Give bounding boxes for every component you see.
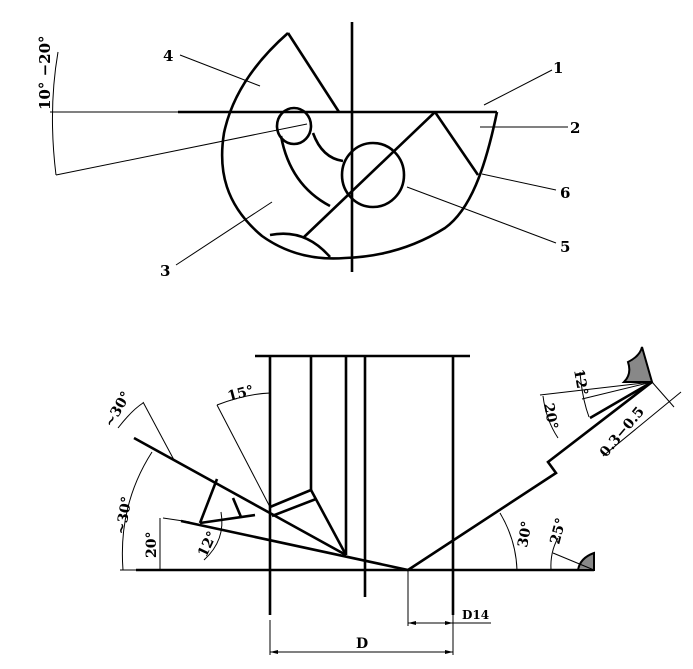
angle-30-top-leg [142,401,175,461]
angle-30-left-arc [121,451,153,571]
tip-12-arc [579,371,590,418]
side-view: 15° ~30° ~30° 20° 12° 30° 25° 12° 20° [102,346,682,655]
large-hole [340,141,406,209]
part-label-1: 1 [553,59,563,77]
part-label-3: 3 [160,262,170,280]
chip-rect-bottom [271,497,317,518]
tip-20-label: 20° [540,402,560,431]
heel-arc [269,232,331,258]
tool-edge-2 [199,513,256,525]
cutting-edge-upper [133,436,347,557]
angle-12-left-arc [203,511,223,561]
d14-label: D14 [462,608,489,622]
angle-15-arc [216,392,271,406]
part-label-6: 6 [560,184,570,202]
angle-30-top-arc [117,402,144,429]
inner-curve-1 [311,132,344,163]
angle-25-label: 25° [547,516,569,546]
leader-1 [483,69,553,106]
edge-width-dim-line [602,391,682,457]
tool-edge-1 [198,478,219,524]
angle-30-left-label: ~30° [113,495,135,535]
right-cutting-edge [407,380,653,572]
tool-edge-3 [231,497,243,518]
diagonal-edge [302,111,436,239]
chip-edge [309,489,348,556]
angle-20-left-label: 20° [144,532,160,558]
angle-leg [55,123,308,176]
flute-edge [286,32,341,113]
angle-arc [51,51,59,176]
angle-30-right-label: 30° [515,520,535,549]
angle-label-10-20: 10° −20° [36,35,54,110]
angle-15-leg [216,404,271,508]
hatched-section-bottom [576,551,595,571]
cutting-edge-lower [180,519,409,572]
right-wedge-line [589,380,653,420]
tip-12-label: 12° [570,368,590,397]
chip-rect-top [269,488,312,509]
hatched-section-top [621,346,654,383]
tip-angle-leg-2 [581,381,653,400]
leader-6 [481,173,557,191]
angle-30-right-arc [499,512,518,571]
edge-width-ext [651,381,675,408]
small-hole [275,106,313,146]
angle-25-leg [552,552,595,571]
chisel-edge [433,111,480,176]
tip-20-arc [542,395,559,439]
angle-30-top-label: ~30° [102,389,135,430]
d-label: D [356,636,368,652]
angle-15-label: 15° [226,383,256,405]
angle-20-left-ext [162,517,191,523]
leader-3 [175,201,273,266]
angle-25-arc [550,537,559,571]
drill-outline [220,32,499,260]
part-label-4: 4 [163,47,173,65]
part-label-5: 5 [560,238,570,256]
inner-curve-2 [279,135,331,208]
tip-angle-leg [539,381,653,396]
top-view: 10° −20° 4 1 2 6 5 3 [36,22,580,280]
leader-4 [179,54,261,87]
edge-width-label: 0.3−0.5 [597,404,648,461]
part-label-2: 2 [570,119,580,137]
leader-5 [406,186,557,244]
